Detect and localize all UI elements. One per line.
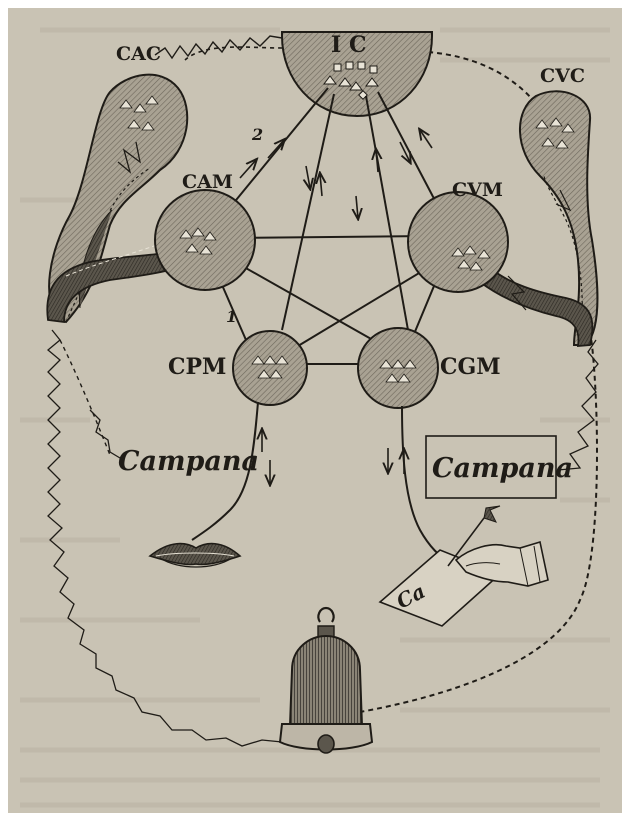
label-cvc: CVC [540,65,585,87]
cgm-center [358,328,438,408]
label-campana-left: Campana [118,446,259,477]
label-cam: CAM [182,171,233,193]
label-cac: CAC [116,43,161,65]
label-cvm: CVM [452,179,503,201]
label-number-2: 2 [251,125,263,144]
label-cpm: CPM [168,354,226,380]
label-cgm: CGM [440,354,501,380]
label-ic: I C [331,32,366,58]
label-campana-boxed: Campana [432,453,573,484]
cpm-center [233,331,307,405]
label-number-1: 1 [226,307,237,326]
